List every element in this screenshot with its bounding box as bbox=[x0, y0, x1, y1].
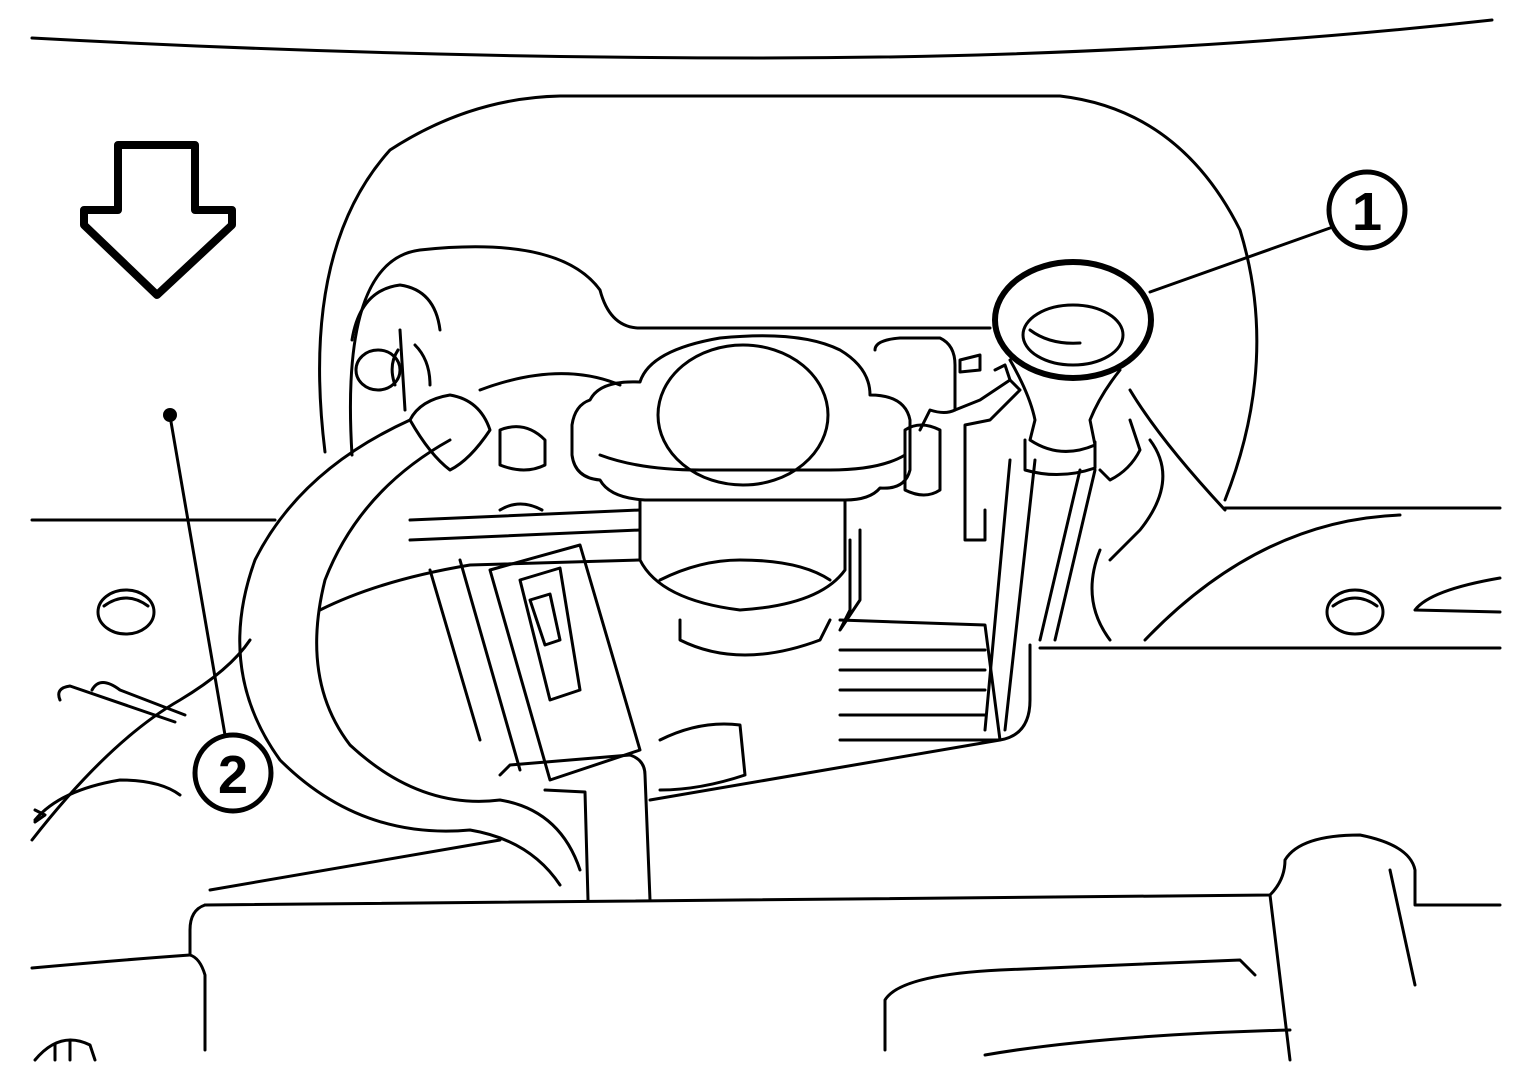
bracket-right bbox=[953, 378, 1022, 542]
left-grommet bbox=[96, 588, 156, 636]
duct-lower-edge bbox=[348, 245, 992, 457]
left-lower-arc bbox=[33, 778, 182, 822]
filler-neck-lower bbox=[658, 722, 747, 792]
hose-pipe-top bbox=[350, 283, 442, 342]
dipstick-tube-outer bbox=[1038, 468, 1097, 642]
lower-right-bar bbox=[1268, 868, 1417, 1062]
engine-bolt-2 bbox=[498, 502, 544, 512]
callout-2-label: 2 bbox=[218, 745, 248, 805]
lower-right-curve bbox=[883, 958, 1257, 1052]
hose-clamp bbox=[390, 328, 432, 412]
left-bracket bbox=[57, 681, 187, 724]
callout-2-leader bbox=[168, 414, 227, 737]
radiator-hose-inner bbox=[315, 438, 582, 872]
down-arrow-icon bbox=[80, 141, 236, 299]
coolant-outlet bbox=[838, 528, 862, 632]
thermostat-housing bbox=[873, 336, 957, 432]
body-line-right-3 bbox=[1143, 513, 1402, 642]
right-grommet bbox=[1325, 588, 1385, 636]
front-shroud-inner bbox=[543, 788, 590, 902]
lower-panel-top bbox=[208, 643, 1032, 892]
air-duct-panel bbox=[318, 94, 1259, 502]
dipstick-tube bbox=[983, 458, 1037, 732]
lower-panel-left bbox=[188, 903, 207, 1052]
lower-panel bbox=[203, 833, 1502, 907]
filler-neck bbox=[638, 498, 847, 657]
callout-2-circle bbox=[192, 732, 274, 814]
oil-filler-cap bbox=[992, 259, 1154, 482]
engine-lower-box bbox=[838, 618, 1002, 742]
callout-1-circle bbox=[1326, 169, 1408, 251]
hose-end bbox=[408, 393, 492, 472]
mounting-bracket bbox=[428, 543, 642, 782]
engine-block-line bbox=[408, 508, 642, 542]
small-nuts bbox=[958, 353, 1012, 382]
right-engine-contour bbox=[1090, 388, 1227, 642]
hood-edge bbox=[30, 18, 1494, 60]
engine-bolt-1 bbox=[498, 425, 547, 472]
left-tick bbox=[33, 808, 47, 824]
callout-1-leader bbox=[1148, 226, 1332, 294]
lower-left-edge bbox=[30, 953, 192, 970]
radiator-cap bbox=[570, 334, 912, 502]
lower-right-line bbox=[983, 1028, 1292, 1057]
radiator-hose-outer bbox=[238, 418, 562, 887]
engine-side-curve bbox=[478, 372, 622, 392]
front-shroud bbox=[498, 753, 652, 902]
callout-2-leader-dot bbox=[163, 408, 177, 422]
body-line-right-4 bbox=[1413, 576, 1502, 614]
lower-left-arc bbox=[33, 1038, 97, 1062]
hose-clamp-nut bbox=[354, 348, 402, 392]
callout-1-label: 1 bbox=[1352, 182, 1382, 242]
thermostat-bolt bbox=[903, 423, 942, 497]
